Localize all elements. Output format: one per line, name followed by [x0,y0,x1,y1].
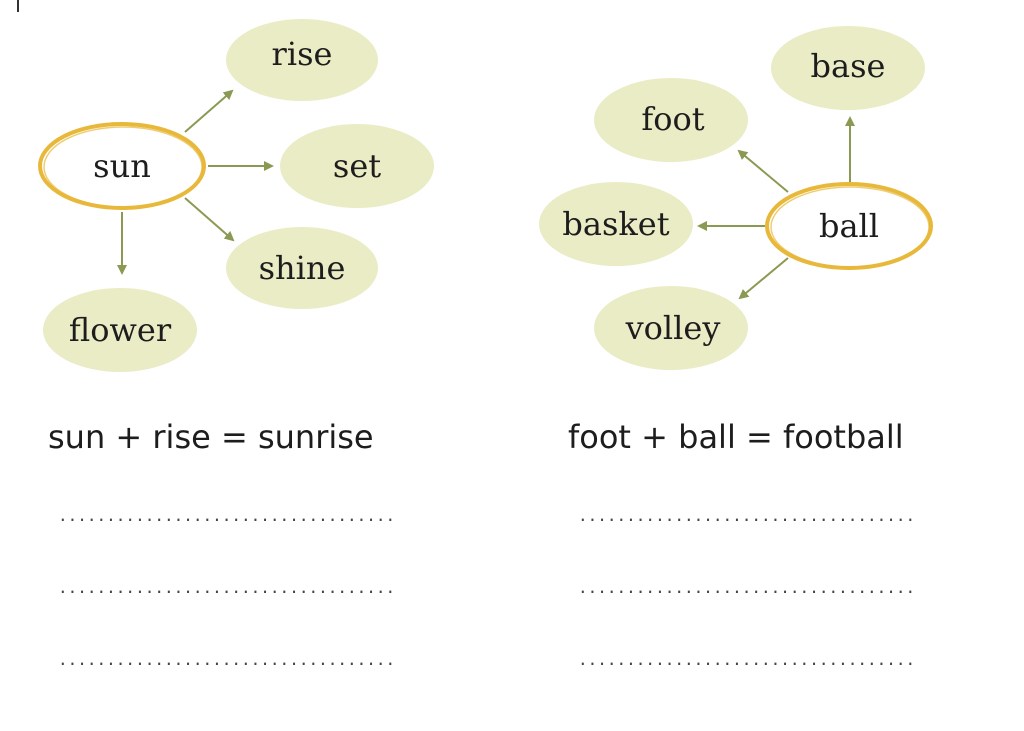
arrow-sun-to-shine [184,197,235,242]
word-web-sun: sun rise set shine flower [38,19,434,372]
branch-node-shine: shine [226,227,378,309]
word-web-ball: ball base foot basket volley [539,26,933,370]
branch-node-flower: flower [43,288,197,372]
center-node-sun: sun [38,122,206,210]
branch-label-base: base [811,47,886,85]
arrow-ball-to-volley [738,257,789,300]
center-label-sun: sun [93,147,151,185]
branch-node-volley: volley [594,286,748,370]
branch-label-rise: rise [272,35,333,73]
text-cursor [17,0,19,12]
arrow-ball-to-foot [737,149,789,193]
example-equation-football: foot + ball = football [568,418,904,456]
branch-node-base: base [771,26,925,110]
branch-label-volley: volley [625,309,721,347]
branch-node-basket: basket [539,182,693,266]
answer-blank-left-2[interactable]: ................................... [58,578,396,597]
arrow-sun-to-rise [184,89,234,133]
branch-label-foot: foot [641,100,704,138]
answer-blank-right-1[interactable]: ................................... [578,506,916,525]
answer-blank-left-3[interactable]: ................................... [58,650,396,669]
answer-blank-left-1[interactable]: ................................... [58,506,396,525]
branch-label-flower: flower [69,311,172,349]
branch-label-basket: basket [562,205,669,243]
example-equation-sunrise: sun + rise = sunrise [48,418,374,456]
branch-label-shine: shine [259,249,346,287]
branch-node-rise: rise [226,19,378,101]
branch-node-foot: foot [594,78,748,162]
branch-node-set: set [280,124,434,208]
answer-blank-right-2[interactable]: ................................... [578,578,916,597]
center-node-ball: ball [765,182,933,270]
word-web-diagrams: sun rise set shine flower ball [38,19,933,372]
center-label-ball: ball [819,207,879,245]
branch-label-set: set [333,147,381,185]
answer-blank-right-3[interactable]: ................................... [578,650,916,669]
